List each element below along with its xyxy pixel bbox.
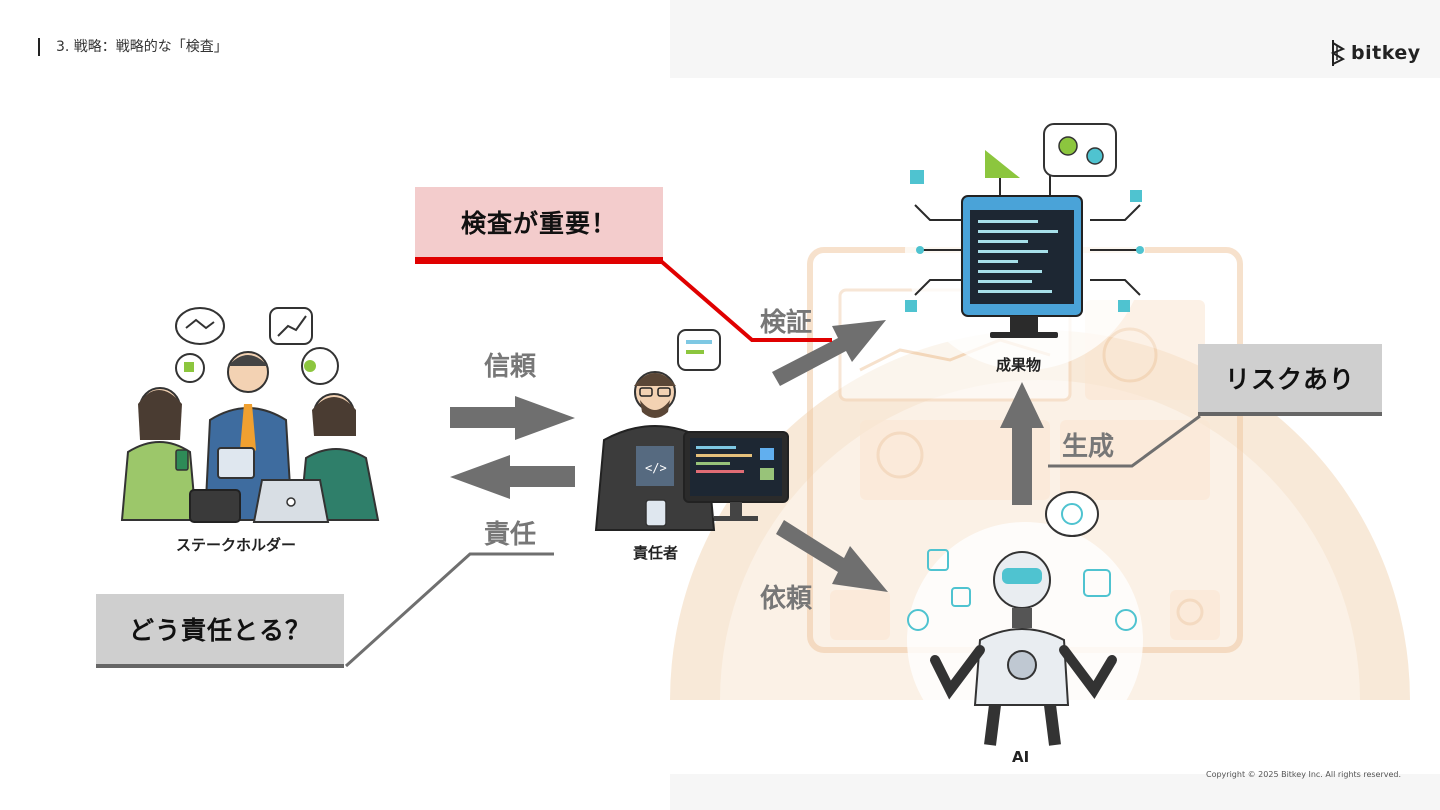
request-label: 依頼 (760, 578, 812, 615)
stakeholders-illustration (122, 308, 378, 522)
trust-label: 信頼 (484, 346, 536, 383)
trust-arrow (450, 396, 575, 440)
responsible-label: 責任者 (633, 542, 678, 563)
responsibility-arrow (450, 455, 575, 499)
risk-callout: リスクあり (1198, 344, 1382, 416)
svg-text:</>: </> (645, 461, 667, 475)
copyright-text: Copyright © 2025 Bitkey Inc. All rights … (1206, 770, 1401, 779)
responsibility-connector (346, 554, 554, 666)
stakeholders-label: ステークホルダー (176, 534, 296, 555)
deliverable-illustration (905, 124, 1145, 370)
responsible-person-illustration: </> (596, 330, 788, 530)
generate-label: 生成 (1062, 426, 1114, 463)
ai-label: AI (1012, 748, 1029, 766)
deliverable-label: 成果物 (996, 354, 1041, 375)
inspection-important-callout: 検査が重要！ (415, 187, 663, 261)
responsibility-label: 責任 (484, 514, 536, 551)
verify-label: 検証 (760, 302, 812, 339)
how-responsible-callout: どう責任とる？ (96, 594, 344, 668)
